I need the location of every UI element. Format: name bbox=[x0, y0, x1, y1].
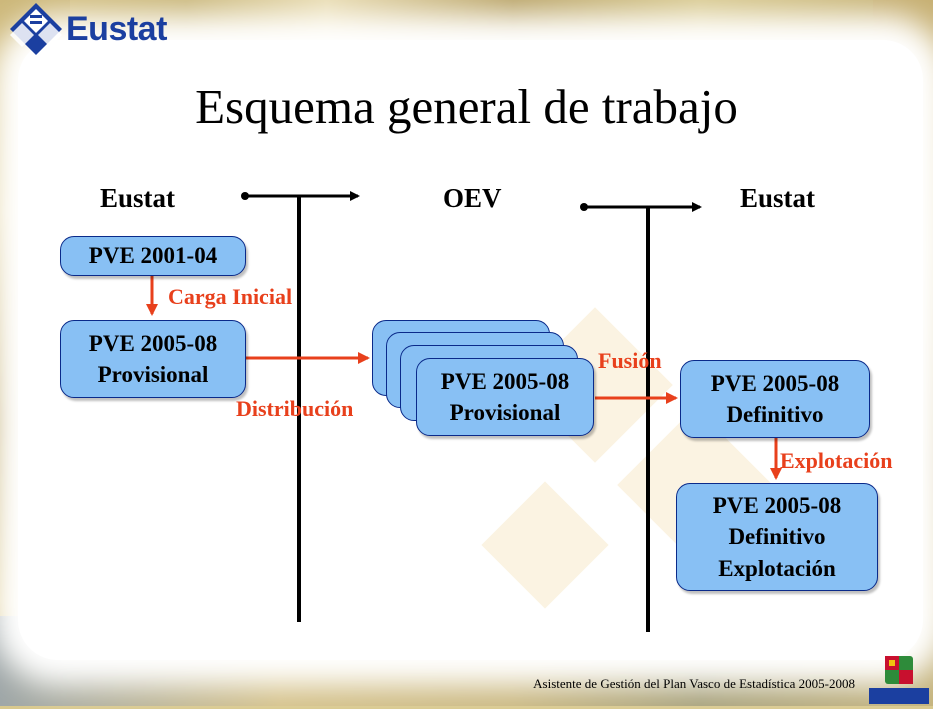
box-line: PVE 2005-08 bbox=[440, 368, 570, 394]
box-line: PVE 2005-08 bbox=[88, 330, 218, 356]
box-line: PVE 2005-08 bbox=[710, 370, 840, 396]
basque-government-logo bbox=[869, 654, 929, 704]
column-label-eustat-left: Eustat bbox=[100, 183, 176, 213]
footer-caption: Asistente de Gestión del Plan Vasco de E… bbox=[533, 676, 855, 691]
box-line: PVE 2005-08 bbox=[712, 493, 842, 519]
box-line: Definitivo bbox=[728, 524, 826, 550]
box-pve-2001-04: PVE 2001-04 bbox=[60, 236, 246, 276]
government-emblem-icon bbox=[869, 656, 929, 704]
eustat-logo: Eustat bbox=[8, 3, 167, 55]
box-line: Provisional bbox=[449, 400, 561, 425]
box-pve-provisional-eustat: PVE 2005-08 Provisional bbox=[60, 320, 246, 398]
box-line: PVE 2001-04 bbox=[88, 243, 218, 269]
box-line: Definitivo bbox=[726, 402, 824, 427]
eustat-logo-icon bbox=[10, 3, 62, 55]
box-pve-provisional-oev: PVE 2005-08 Provisional bbox=[416, 358, 594, 436]
column-label-eustat-right: Eustat bbox=[740, 183, 816, 213]
column-label-oev: OEV bbox=[443, 183, 502, 213]
logo-text: Eustat bbox=[66, 9, 167, 48]
label-explotacion: Explotación bbox=[780, 448, 893, 473]
box-line: Explotación bbox=[718, 555, 836, 581]
box-line: Provisional bbox=[97, 362, 209, 387]
box-pve-definitivo: PVE 2005-08 Definitivo bbox=[680, 360, 870, 438]
label-carga-inicial: Carga Inicial bbox=[168, 284, 293, 309]
label-distribucion: Distribución bbox=[236, 396, 354, 421]
slide-title: Esquema general de trabajo bbox=[195, 79, 738, 134]
box-pve-definitivo-explotacion: PVE 2005-08 Definitivo Explotación bbox=[676, 483, 878, 591]
label-fusion: Fusión bbox=[598, 348, 662, 373]
